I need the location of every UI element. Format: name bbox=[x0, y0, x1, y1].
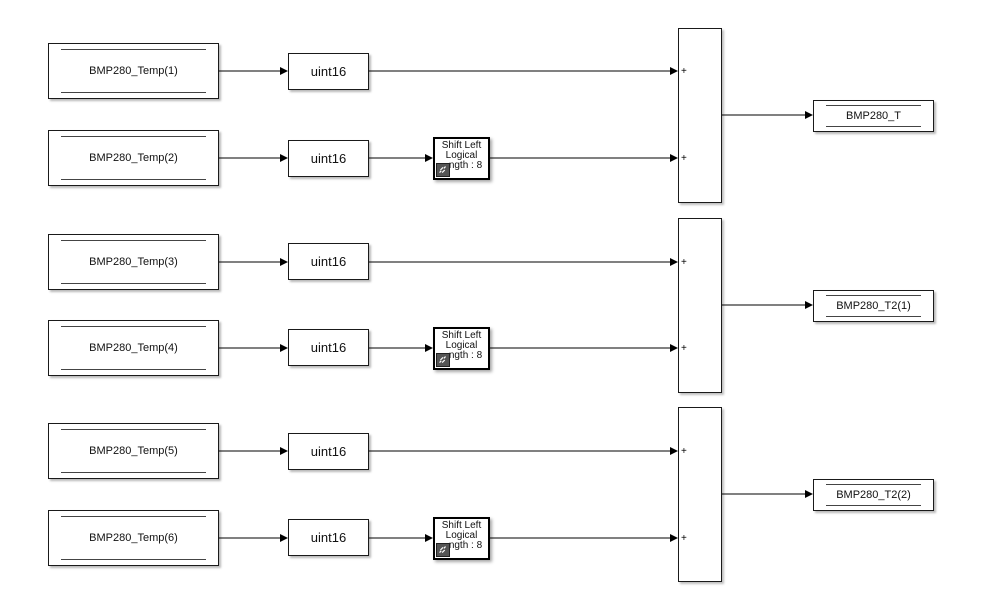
sum-input-2-sign: + bbox=[681, 153, 687, 164]
convert-block-6[interactable]: uint16 bbox=[288, 519, 369, 556]
shift-line-1: Shift Left bbox=[441, 520, 482, 531]
convert-label: uint16 bbox=[310, 340, 347, 355]
shift-line-1: Shift Left bbox=[441, 330, 482, 341]
shift-line-2: Logical bbox=[445, 530, 478, 541]
link-icon[interactable] bbox=[436, 163, 450, 177]
sum-input-2-sign: + bbox=[681, 533, 687, 544]
sum-block-3[interactable]: + + bbox=[678, 407, 722, 582]
store-line bbox=[61, 92, 206, 93]
output-block-bmp280-t2-2[interactable]: BMP280_T2(2) bbox=[813, 479, 934, 511]
sum-input-1-sign: + bbox=[681, 257, 687, 268]
store-line bbox=[61, 516, 206, 517]
shift-line-3: ngth : 8 bbox=[448, 160, 483, 171]
output-block-bmp280-t2-1[interactable]: BMP280_T2(1) bbox=[813, 290, 934, 322]
output-block-bmp280-t[interactable]: BMP280_T bbox=[813, 100, 934, 132]
link-icon[interactable] bbox=[436, 543, 450, 557]
source-block-temp-4[interactable]: BMP280_Temp(4) bbox=[48, 320, 219, 376]
sum-input-1-sign: + bbox=[681, 66, 687, 77]
sum-input-2-sign: + bbox=[681, 343, 687, 354]
convert-label: uint16 bbox=[310, 530, 347, 545]
convert-label: uint16 bbox=[310, 444, 347, 459]
sum-input-1-sign: + bbox=[681, 446, 687, 457]
convert-label: uint16 bbox=[310, 254, 347, 269]
store-line bbox=[61, 240, 206, 241]
shift-line-3: ngth : 8 bbox=[448, 540, 483, 551]
source-block-temp-6[interactable]: BMP280_Temp(6) bbox=[48, 510, 219, 566]
source-label: BMP280_Temp(1) bbox=[89, 65, 178, 77]
store-line bbox=[826, 484, 921, 485]
store-line bbox=[61, 369, 206, 370]
store-line bbox=[61, 326, 206, 327]
source-label: BMP280_Temp(4) bbox=[89, 342, 178, 354]
convert-label: uint16 bbox=[310, 64, 347, 79]
convert-block-3[interactable]: uint16 bbox=[288, 243, 369, 280]
shift-line-3: ngth : 8 bbox=[448, 350, 483, 361]
sum-block-2[interactable]: + + bbox=[678, 218, 722, 393]
shift-left-block-2[interactable]: Shift Left Logical ngth : 8 bbox=[433, 327, 490, 370]
shift-line-1: Shift Left bbox=[441, 140, 482, 151]
convert-block-5[interactable]: uint16 bbox=[288, 433, 369, 470]
source-block-temp-3[interactable]: BMP280_Temp(3) bbox=[48, 234, 219, 290]
store-line bbox=[826, 316, 921, 317]
source-block-temp-2[interactable]: BMP280_Temp(2) bbox=[48, 130, 219, 186]
shift-line-2: Logical bbox=[445, 150, 478, 161]
store-line bbox=[826, 295, 921, 296]
sum-block-1[interactable]: + + bbox=[678, 28, 722, 203]
store-line bbox=[826, 126, 921, 127]
source-label: BMP280_Temp(3) bbox=[89, 256, 178, 268]
source-block-temp-5[interactable]: BMP280_Temp(5) bbox=[48, 423, 219, 479]
source-label: BMP280_Temp(2) bbox=[89, 152, 178, 164]
store-line bbox=[61, 472, 206, 473]
store-line bbox=[61, 559, 206, 560]
output-label: BMP280_T2(2) bbox=[836, 489, 911, 501]
convert-block-1[interactable]: uint16 bbox=[288, 53, 369, 90]
store-line bbox=[61, 283, 206, 284]
output-label: BMP280_T2(1) bbox=[836, 300, 911, 312]
store-line bbox=[61, 49, 206, 50]
source-label: BMP280_Temp(5) bbox=[89, 445, 178, 457]
store-line bbox=[826, 105, 921, 106]
convert-block-4[interactable]: uint16 bbox=[288, 329, 369, 366]
convert-block-2[interactable]: uint16 bbox=[288, 140, 369, 177]
convert-label: uint16 bbox=[310, 151, 347, 166]
store-line bbox=[826, 505, 921, 506]
shift-left-block-1[interactable]: Shift Left Logical ngth : 8 bbox=[433, 137, 490, 180]
shift-left-block-3[interactable]: Shift Left Logical ngth : 8 bbox=[433, 517, 490, 560]
store-line bbox=[61, 179, 206, 180]
shift-line-2: Logical bbox=[445, 340, 478, 351]
output-label: BMP280_T bbox=[845, 110, 902, 122]
link-icon[interactable] bbox=[436, 353, 450, 367]
source-label: BMP280_Temp(6) bbox=[89, 532, 178, 544]
source-block-temp-1[interactable]: BMP280_Temp(1) bbox=[48, 43, 219, 99]
store-line bbox=[61, 136, 206, 137]
store-line bbox=[61, 429, 206, 430]
